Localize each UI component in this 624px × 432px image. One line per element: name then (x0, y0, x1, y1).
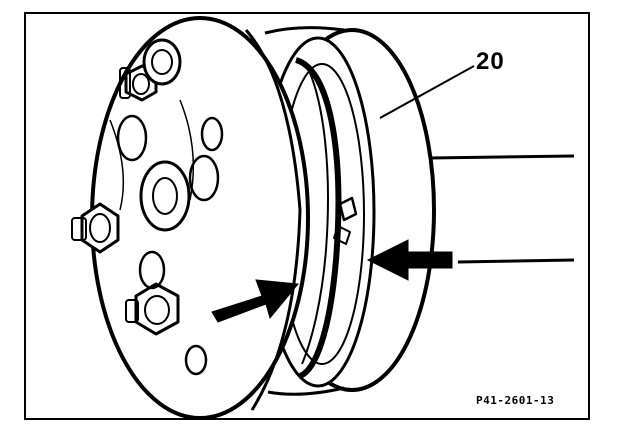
plate-hole-upper-left (116, 114, 148, 162)
plate-hole-lower (138, 250, 166, 290)
arrow-lower-left (211, 279, 299, 323)
callout-label-20: 20 (476, 48, 505, 75)
armature-rim-edge (244, 29, 302, 411)
hub-center (139, 160, 191, 232)
figure-reference: P41-2601-13 (476, 394, 555, 407)
callout-leader-line (379, 65, 475, 119)
plate-hatch (109, 99, 195, 211)
belt-band (294, 57, 342, 379)
shaft-line-upper (429, 154, 575, 160)
plate-hole-center (188, 154, 220, 202)
arrow-right (366, 239, 453, 281)
plate-hole-bottom (184, 344, 208, 376)
figure-frame (24, 12, 590, 420)
plate-hole-right (200, 116, 224, 152)
pulley-bottom-edge (267, 386, 345, 396)
bolt-upper (142, 38, 182, 86)
band-clip (338, 196, 358, 222)
bolt-left-middle (71, 202, 120, 254)
pulley-top-edge (264, 26, 345, 35)
hub-center-bore (152, 177, 178, 215)
bolt-bottom-left (125, 282, 180, 336)
belt-band-inner (301, 63, 329, 365)
band-clip-lower (333, 225, 351, 245)
shaft-line-lower (457, 258, 575, 264)
